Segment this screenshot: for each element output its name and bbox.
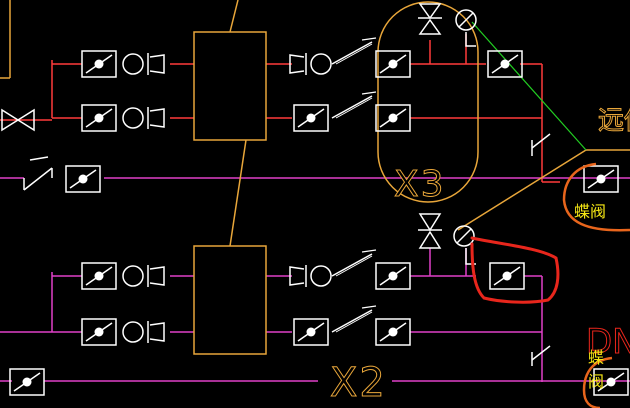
valve-box-icon xyxy=(489,262,525,290)
valve-box-icon xyxy=(81,262,117,290)
valve-box-icon xyxy=(81,104,117,132)
check-valve-icon xyxy=(23,156,53,191)
check-valve-icon xyxy=(331,249,377,277)
top-left-enclosure xyxy=(0,0,11,79)
lower-unit-box xyxy=(193,245,267,355)
valve-box-icon xyxy=(375,50,411,78)
leader-line xyxy=(471,21,587,151)
vessel-x3 xyxy=(377,1,479,203)
valve-box-icon xyxy=(9,368,45,396)
valve-box-icon xyxy=(293,318,329,346)
upper-unit-box xyxy=(193,31,267,141)
valve-box-icon xyxy=(375,104,411,132)
valve-box-icon xyxy=(583,165,619,193)
gate-valve-icon xyxy=(418,3,442,35)
label-butterfly-valve-right: 蝶阀 xyxy=(574,202,607,221)
label-x2: X2 xyxy=(330,360,387,407)
pump-icon xyxy=(122,52,165,76)
check-valve-icon xyxy=(531,133,551,156)
equipment xyxy=(193,0,630,355)
valve-box-icon xyxy=(81,318,117,346)
pump-icon xyxy=(122,320,165,344)
orange-annotation-circle-lower xyxy=(582,356,613,408)
orange-annotation-circle-upper xyxy=(562,162,630,232)
pump-icon xyxy=(122,264,165,288)
label-dn-cut: DN xyxy=(586,322,630,363)
check-valve-icon xyxy=(331,91,377,119)
valve-box-icon xyxy=(293,104,329,132)
check-valve-icon xyxy=(531,345,551,366)
label-x3: X3 xyxy=(394,164,446,206)
check-valve-icon xyxy=(331,37,377,65)
pump-icon xyxy=(289,52,332,76)
gauge-icon xyxy=(455,9,477,47)
valve-box-icon xyxy=(375,262,411,290)
check-valve-icon xyxy=(331,305,377,333)
valve-box-icon xyxy=(81,50,117,78)
label-top-right-cut: 远传 xyxy=(597,106,630,137)
valve-box-icon xyxy=(65,165,101,193)
valve-box-icon xyxy=(375,318,411,346)
gate-valve-icon xyxy=(418,213,442,249)
pump-icon xyxy=(122,106,165,130)
red-annotation-circle xyxy=(470,236,560,304)
pump-icon xyxy=(289,264,332,288)
upper-pipe-network xyxy=(0,34,560,183)
label-butterfly-valve-bottom: 蝶阀 xyxy=(588,348,605,391)
gate-valve-icon xyxy=(1,108,35,132)
